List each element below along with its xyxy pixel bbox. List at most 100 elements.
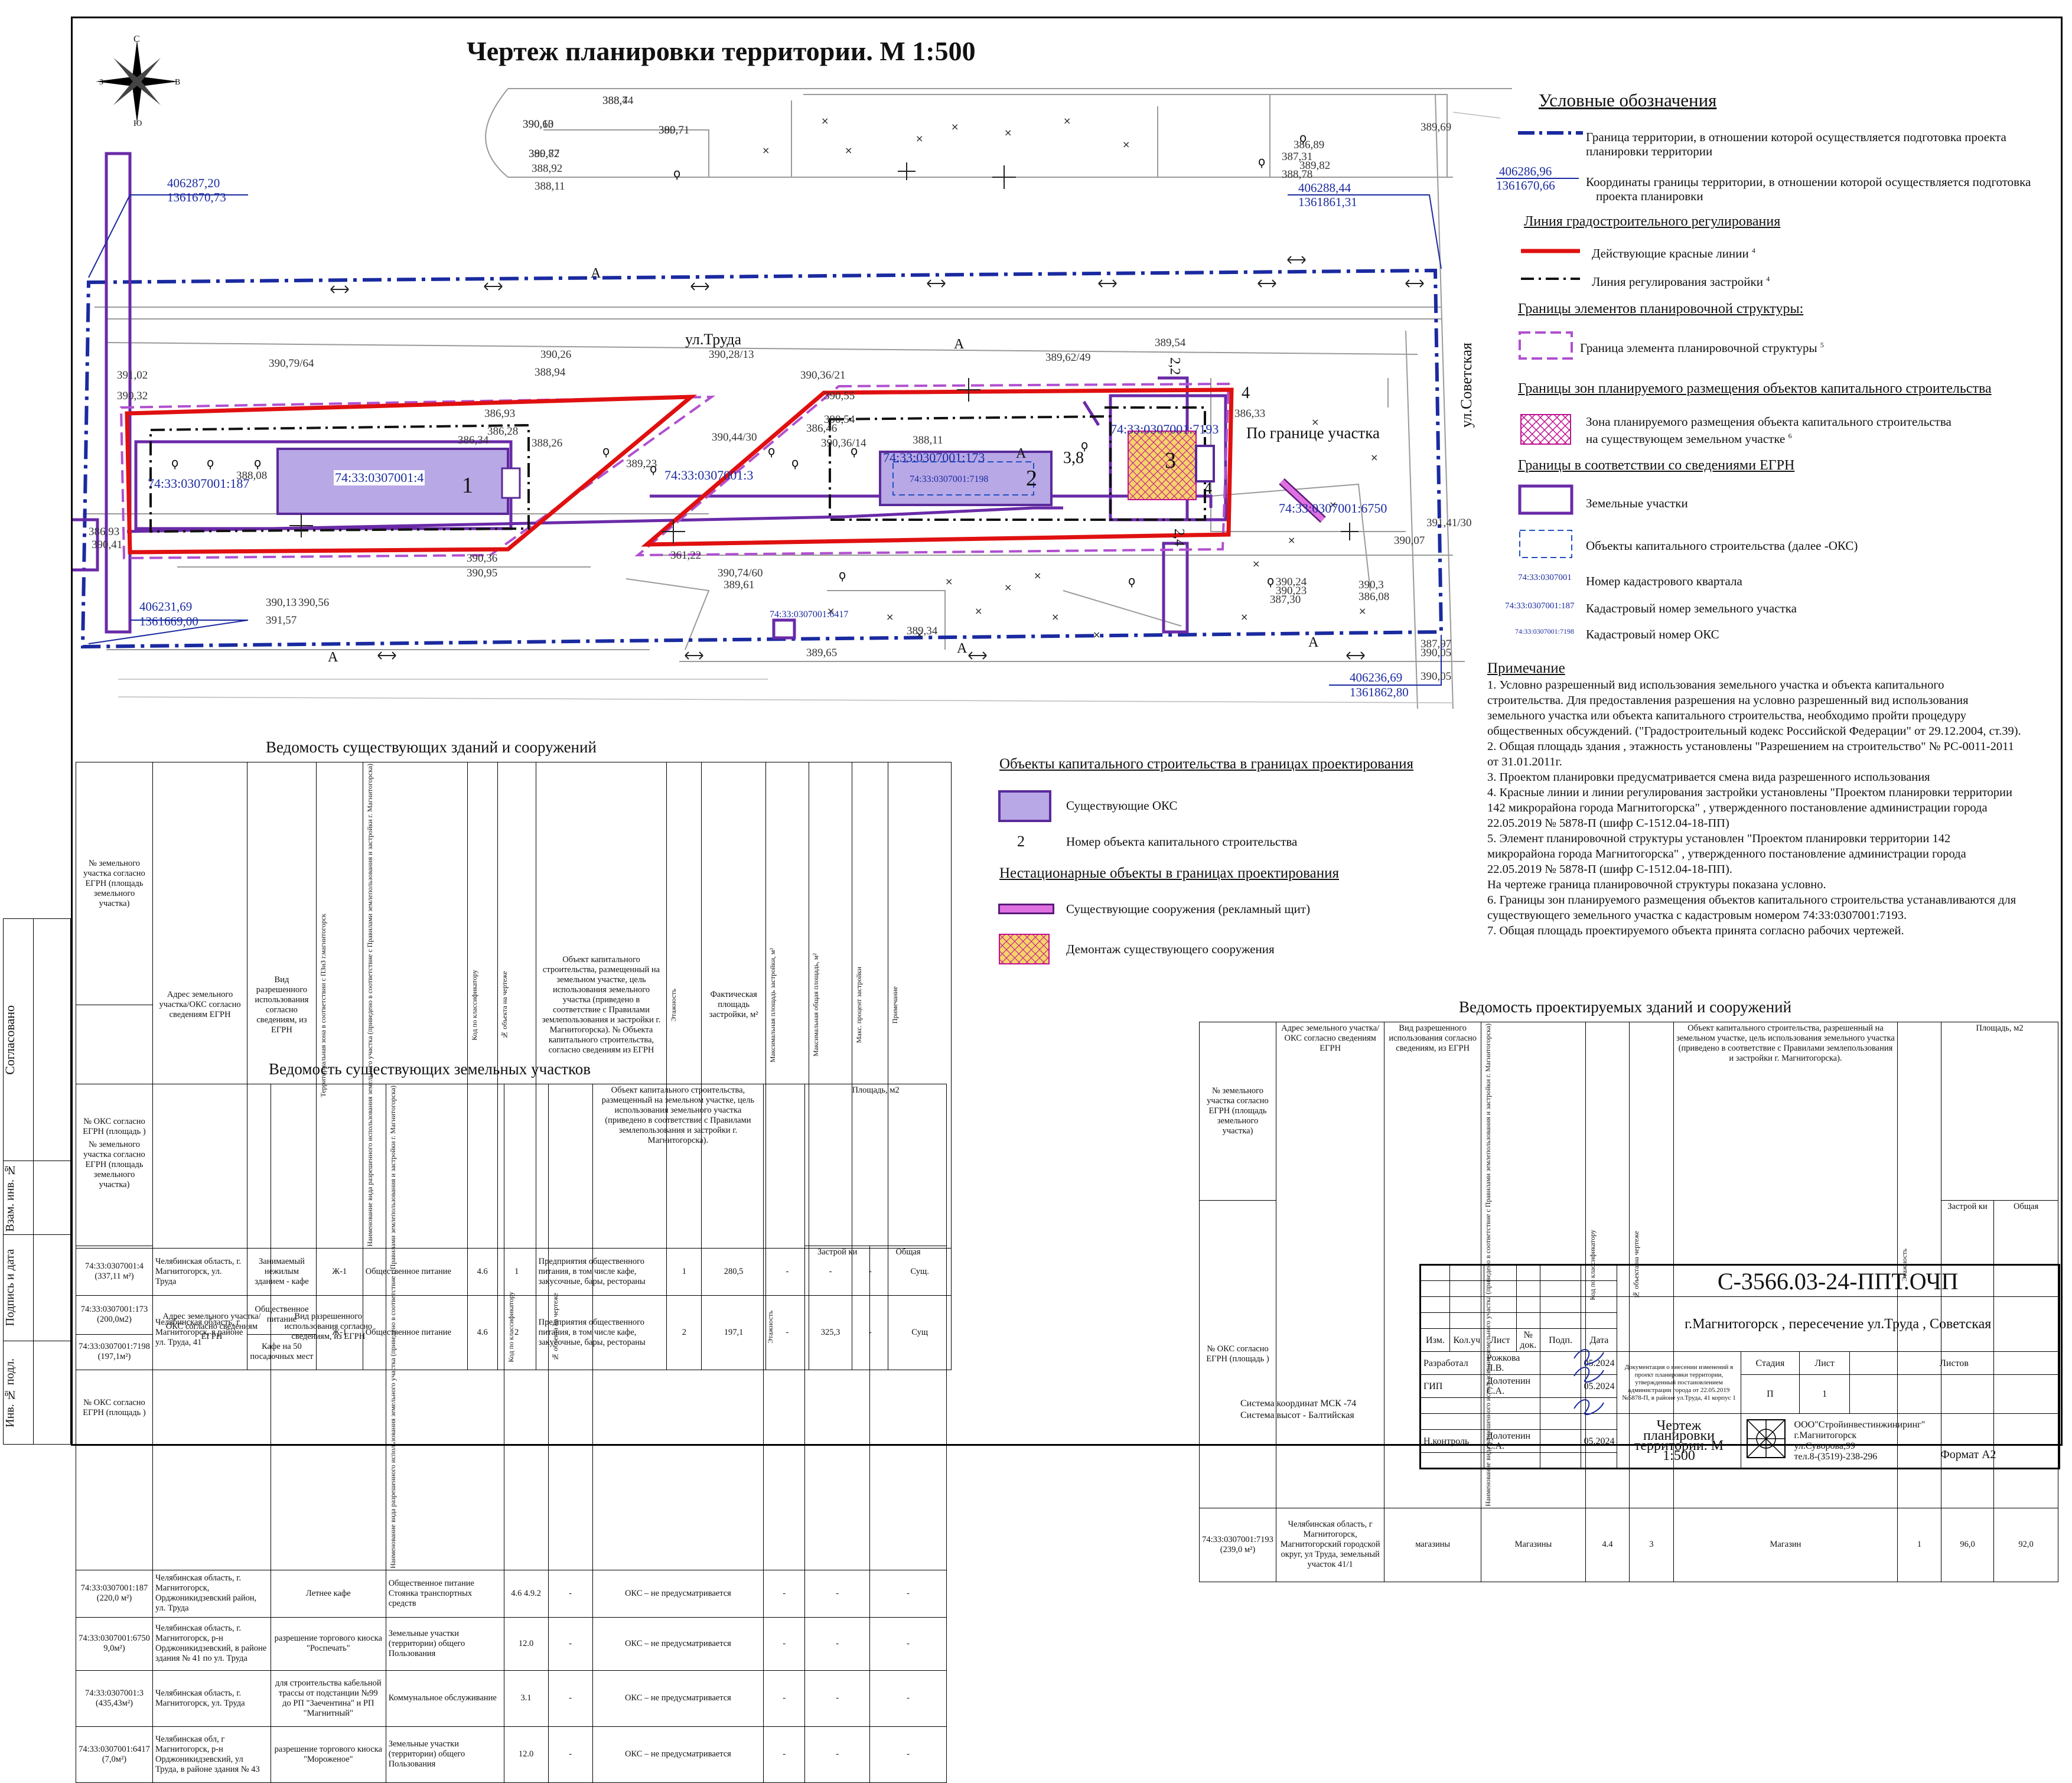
elevation-label: 391,02 bbox=[117, 369, 148, 382]
legend-title: Условные обозначения bbox=[1539, 90, 1717, 110]
elevation-label: 387,30 bbox=[1270, 594, 1301, 606]
object-number: 2,2 bbox=[1167, 357, 1182, 375]
elevation-label: 386,08 bbox=[1358, 591, 1390, 603]
elevation-label: 389,54 bbox=[1155, 337, 1186, 349]
note-line: 6. Границы зон планируемого размещения о… bbox=[1487, 894, 2016, 907]
land-plots bbox=[73, 152, 1227, 640]
oks-legend-title: Нестационарные объекты в границах проект… bbox=[999, 865, 1339, 881]
legend-text: Координаты границы территории, в отношен… bbox=[1586, 175, 2031, 189]
elevation-label: 390,54 bbox=[824, 413, 855, 426]
planning-element-boundary bbox=[119, 382, 1230, 560]
coord: 1361861,31 bbox=[1298, 195, 1357, 209]
border-note: По границе участка bbox=[1246, 424, 1380, 442]
legend-text: проекта планировки bbox=[1596, 189, 1703, 203]
elevation-label: 390,28/13 bbox=[709, 348, 754, 361]
existing-oks-swatch bbox=[998, 790, 1051, 822]
elevation-label: 390,41 bbox=[92, 539, 123, 551]
elevation-label: 386,28 bbox=[487, 425, 519, 438]
object-number: 4 bbox=[1204, 480, 1212, 498]
legend-coord-sample: 406286,96 bbox=[1499, 164, 1552, 178]
note-line: 22.05.2019 № 5878-П (шифр С-1512.04-18-П… bbox=[1487, 863, 1732, 876]
elevation-label: 390,36/21 bbox=[800, 369, 846, 382]
elevation-label: 390,55 bbox=[824, 390, 855, 402]
elevation-label: 386,34 bbox=[458, 434, 489, 446]
elevation-label: 389,65 bbox=[806, 647, 838, 659]
svg-text:×: × bbox=[1311, 416, 1319, 428]
zone-letter: А bbox=[957, 641, 967, 656]
elevation-label: 388,78 bbox=[1282, 168, 1313, 181]
elevation-label: 390,13 bbox=[523, 118, 554, 131]
legend-text: Граница элемента планировочной структуры… bbox=[1580, 341, 1824, 355]
elevation-label: 390,79/64 bbox=[269, 357, 314, 370]
svg-text:×: × bbox=[762, 145, 770, 156]
note-line: существующего земельного участка с кадас… bbox=[1487, 909, 1907, 922]
svg-text:×: × bbox=[1004, 127, 1012, 138]
svg-text:×: × bbox=[1122, 139, 1130, 150]
elevation-label: 389,23 bbox=[626, 458, 657, 470]
svg-text:×: × bbox=[1093, 629, 1100, 640]
svg-text:×: × bbox=[1063, 115, 1071, 126]
compass-w: З bbox=[99, 78, 104, 87]
elevation-label: 391,41/30 bbox=[1426, 517, 1472, 529]
elevation-label: 390,74/60 bbox=[718, 567, 763, 579]
svg-text:×: × bbox=[827, 605, 835, 617]
svg-text:ϙ: ϙ bbox=[851, 444, 858, 458]
elevation-label: 388,26 bbox=[532, 437, 563, 449]
legend-text: Граница территории, в отношении которой … bbox=[1586, 130, 2006, 144]
notes-title: Примечание bbox=[1487, 660, 1565, 676]
oks-legend-text: Существующие сооружения (рекламный щит) bbox=[1066, 902, 1311, 916]
planned-zone-3 bbox=[1128, 431, 1197, 500]
cadastral-label: 74:33:0307001:187 bbox=[148, 476, 250, 491]
note-line: 1. Условно разрешенный вид использования… bbox=[1487, 679, 1944, 692]
legend-text: Номер кадастрового квартала bbox=[1586, 574, 1742, 588]
svg-text:ϙ: ϙ bbox=[839, 568, 846, 582]
cadastral-label: 74:33:0307001:7193 bbox=[1110, 422, 1219, 436]
elevation-label: 388,74 bbox=[602, 94, 634, 107]
elevation-label: 388,11 bbox=[913, 434, 943, 446]
elevation-label: 390,26 bbox=[540, 348, 572, 361]
elevation-label: 389,34 bbox=[907, 625, 938, 637]
legend-section: Границы зон планируемого размещения объе… bbox=[1518, 381, 1992, 396]
cadastral-label: 74:33:0307001:7198 bbox=[910, 474, 989, 484]
notes-body: 1. Условно разрешенный вид использования… bbox=[1487, 677, 2021, 938]
note-line: 5. Элемент планировочной структуры устан… bbox=[1487, 832, 1951, 845]
svg-text:ϙ: ϙ bbox=[254, 455, 261, 470]
svg-text:×: × bbox=[886, 611, 894, 622]
legend-section: Линия градостроительного регулирования bbox=[1524, 214, 1781, 229]
zone-letter: А bbox=[1308, 635, 1319, 650]
svg-text:ϙ: ϙ bbox=[1267, 573, 1274, 588]
drawing-code: С-3566.03-24-ППТ.ОЧП bbox=[1617, 1264, 2060, 1297]
elevation-label: 389,62/49 bbox=[1045, 351, 1091, 364]
svg-text:×: × bbox=[1358, 605, 1366, 617]
note-line: 3. Проектом планировки предусматривается… bbox=[1487, 771, 1930, 784]
elevation-label: 390,36/14 bbox=[821, 437, 866, 449]
elevation-label: 391,57 bbox=[266, 614, 297, 627]
street-sovetskaya: ул.Советская bbox=[1458, 343, 1475, 428]
elevation-label: 390,24 bbox=[1276, 576, 1307, 588]
svg-text:×: × bbox=[916, 133, 923, 144]
note-line: земельного участка или объекта капитальн… bbox=[1487, 709, 1966, 722]
elevation-label: 390,05 bbox=[1421, 670, 1452, 683]
oks-legend-text: Существующие ОКС bbox=[1066, 798, 1178, 813]
coord: 406236,69 bbox=[1350, 670, 1403, 684]
zone-letter: А bbox=[328, 650, 338, 665]
table1-title: Ведомость существующих зданий и сооружен… bbox=[266, 738, 597, 756]
elevation-label: 386,46 bbox=[806, 422, 838, 435]
elevation-label: 390,36 bbox=[467, 552, 498, 565]
note-line: 2. Общая площадь здания , этажность уста… bbox=[1487, 740, 2014, 753]
svg-text:×: × bbox=[1051, 611, 1059, 622]
elevation-label: 386,93 bbox=[484, 408, 516, 420]
legend-oks-sample: 74:33:0307001:7198 bbox=[1515, 627, 1575, 635]
elevation-label: 390,32 bbox=[117, 390, 148, 402]
svg-text:×: × bbox=[916, 629, 923, 640]
company-logo bbox=[1746, 1419, 1786, 1458]
svg-text:ϙ: ϙ bbox=[768, 444, 775, 458]
note-line: от 31.01.2011г. bbox=[1487, 755, 1562, 768]
note-line: 142 микрорайона города Магнитогорска" , … bbox=[1487, 801, 1988, 814]
survey-lines bbox=[83, 88, 1512, 709]
object-number: 2,4 bbox=[1171, 529, 1187, 546]
legend-text: на существующем земельном участке 6 bbox=[1586, 432, 1792, 446]
signatures bbox=[1573, 1349, 1604, 1415]
sign-swatch bbox=[998, 904, 1054, 914]
zone-letter: А bbox=[954, 337, 965, 352]
